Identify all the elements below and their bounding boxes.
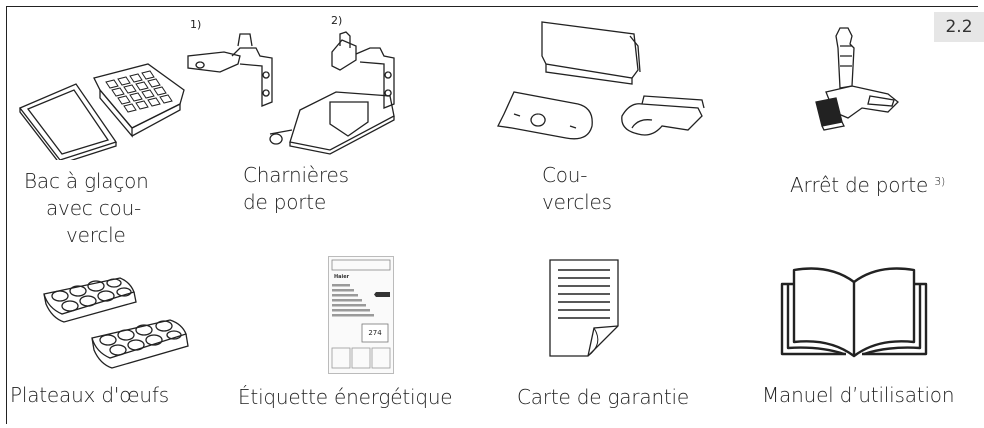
user-manual-icon	[774, 262, 934, 362]
energy-label-label: Étiquette énergétique	[238, 385, 453, 409]
door-hinges-icon	[180, 26, 460, 156]
egg-trays-icon	[36, 272, 196, 382]
warranty-card-label: Carte de garantie	[517, 385, 690, 409]
ice-tray-label: Bac à glaçon avec cou- vercle	[24, 169, 149, 247]
user-manual-label: Manuel d’utilisation	[762, 383, 955, 407]
accessories-frame	[6, 6, 978, 424]
energy-label-icon: Haier 274	[328, 256, 394, 374]
covers-label: Cou- vercles	[542, 163, 612, 214]
door-stop-label: Arrêt de porte 3)	[790, 173, 946, 197]
ice-tray-icon	[14, 50, 194, 160]
warranty-card-icon	[548, 258, 620, 358]
door-hinges-label: Charnières de porte	[243, 163, 349, 214]
covers-icon	[492, 16, 732, 156]
hinge-note-1: 1)	[190, 18, 202, 31]
hinge-note-2: 2)	[331, 14, 343, 27]
egg-trays-label: Plateaux d'œufs	[10, 383, 169, 407]
door-stop-icon	[796, 26, 926, 136]
energy-label-brand: Haier	[334, 274, 350, 280]
energy-label-value: 274	[368, 329, 382, 337]
section-number-badge: 2.2	[934, 12, 984, 42]
